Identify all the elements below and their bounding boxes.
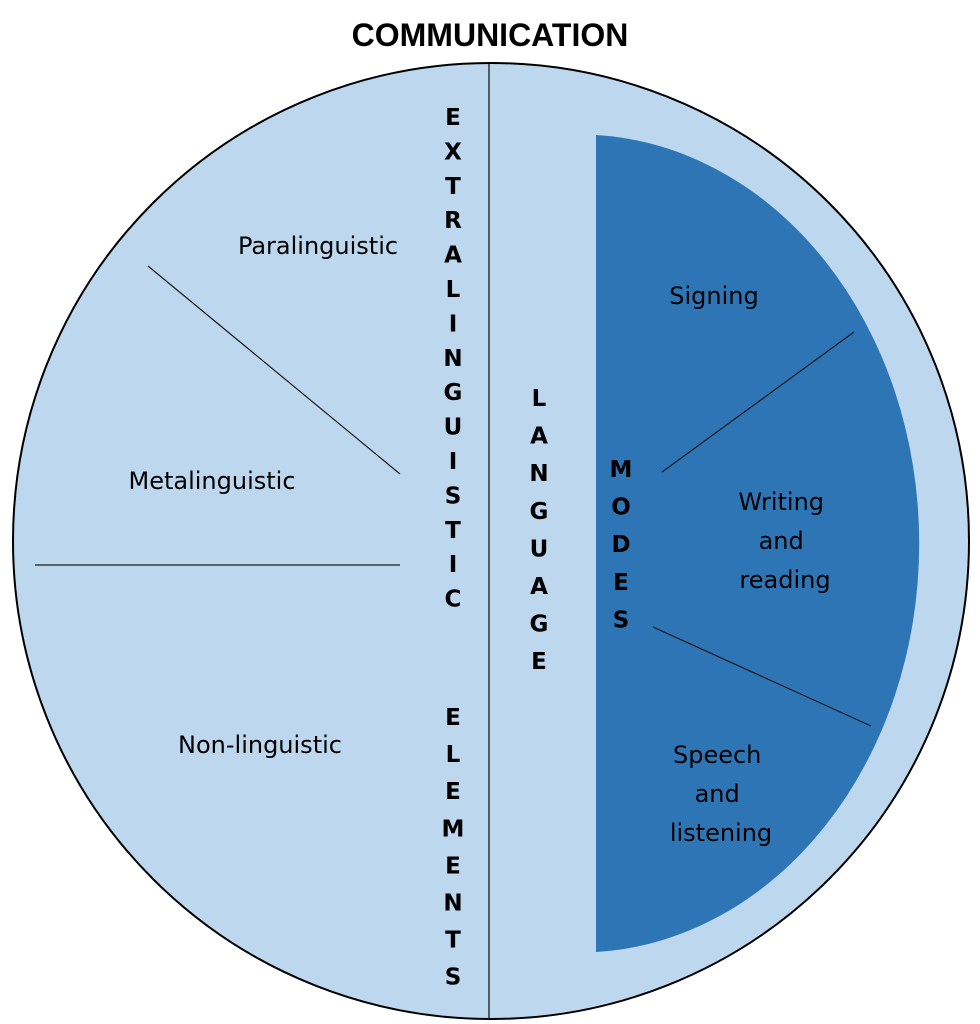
vertical-letter: I	[449, 311, 458, 337]
vertical-letter: O	[611, 495, 631, 521]
label-speech-and-listening: Speech and listening	[670, 741, 772, 847]
vertical-letter: E	[445, 105, 461, 131]
vertical-letter: E	[445, 779, 461, 805]
vertical-letter: T	[445, 518, 461, 544]
label-non-linguistic: Non-linguistic	[178, 731, 342, 759]
vertical-letter: L	[446, 742, 461, 768]
vertical-letter: L	[532, 386, 547, 412]
vertical-letter: L	[446, 277, 461, 303]
vertical-letter: N	[443, 891, 462, 917]
vertical-letter: N	[443, 346, 462, 372]
vertical-letter: A	[530, 424, 548, 450]
vertical-letter: S	[445, 483, 462, 509]
vertical-letter: X	[444, 139, 462, 165]
vertical-letter: G	[530, 499, 549, 525]
vertical-letter: I	[449, 449, 458, 475]
vertical-letter: D	[611, 532, 630, 558]
vertical-letter: E	[613, 570, 629, 596]
vertical-letter: E	[445, 705, 461, 731]
label-paralinguistic: Paralinguistic	[238, 232, 398, 260]
divider-paralinguistic-metalinguistic	[147, 265, 401, 475]
vertical-letter: M	[610, 457, 633, 483]
label-metalinguistic: Metalinguistic	[128, 467, 295, 495]
vertical-letter: T	[445, 174, 461, 200]
vertical-letter: G	[444, 380, 463, 406]
vertical-letter: N	[529, 461, 548, 487]
vertical-letter: G	[530, 612, 549, 638]
vertical-letter: S	[613, 607, 630, 633]
divider-writing-speech	[652, 626, 872, 727]
vertical-letter: C	[445, 587, 462, 613]
label-writing-and-reading: Writing and reading	[738, 488, 831, 594]
vertical-letter: A	[444, 243, 462, 269]
vertical-letter: T	[445, 928, 461, 954]
vertical-letter: I	[449, 552, 458, 578]
vertical-letter: R	[444, 208, 462, 234]
vertical-letter: S	[445, 965, 462, 991]
label-signing: Signing	[669, 282, 758, 310]
modes-half-disc	[596, 135, 920, 952]
vertical-letter: A	[530, 574, 548, 600]
vertical-letter: U	[530, 536, 549, 562]
divider-signing-writing	[661, 331, 855, 473]
vertical-letter: E	[445, 853, 461, 879]
vertical-letter: M	[442, 816, 465, 842]
diagram-title: COMMUNICATION	[352, 17, 629, 53]
vertical-letter: U	[444, 415, 463, 441]
vertical-letter: E	[531, 649, 547, 675]
